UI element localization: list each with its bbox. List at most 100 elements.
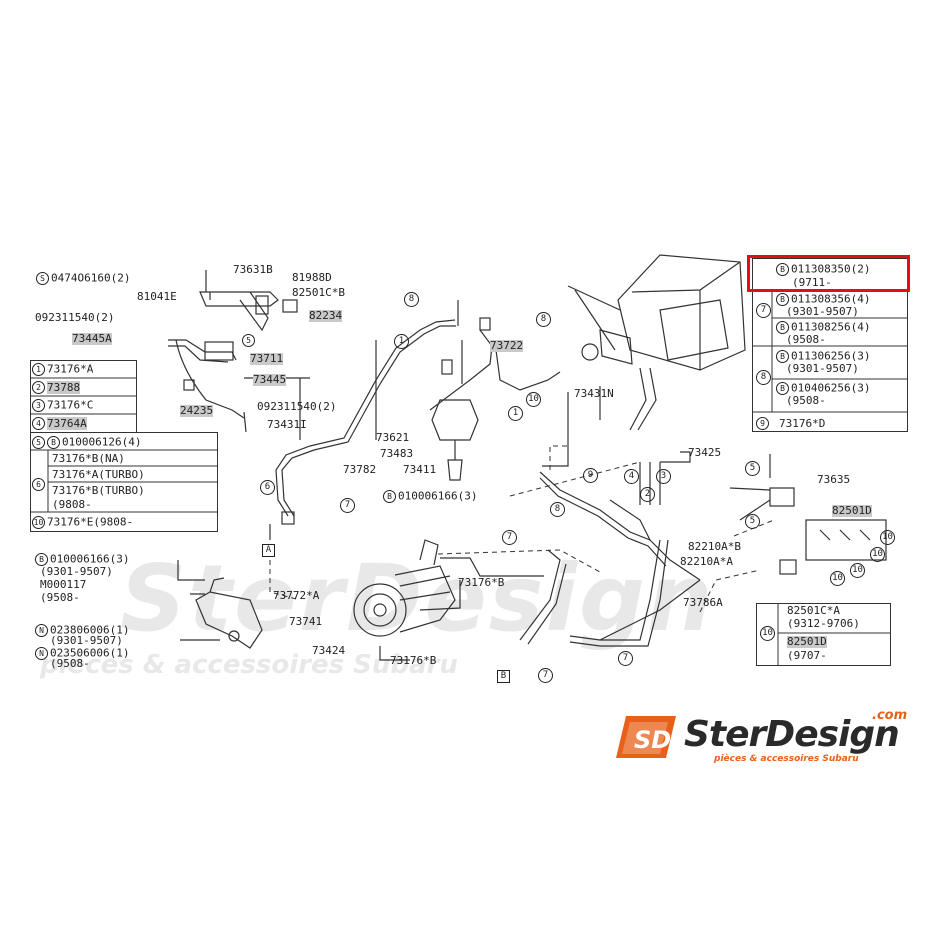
callout-73722: 73722 <box>490 339 524 352</box>
marker-2-icon: 2 <box>640 487 655 502</box>
callout-marker-2: 2 <box>640 487 657 502</box>
marker-7-icon: 7 <box>756 303 771 318</box>
reference-b-box: B <box>497 670 510 683</box>
callout-82234: 82234 <box>309 309 343 322</box>
callout-73741: 73741 <box>289 615 323 628</box>
callout-marker-11: 10 <box>526 392 543 407</box>
callout-marker-7d: 7 <box>618 651 635 666</box>
callout-73786A: 73786A <box>683 596 723 609</box>
callout-73176-B-lower: 73176*B <box>390 654 437 667</box>
callout-73425: 73425 <box>688 446 722 459</box>
callout-73483: 73483 <box>380 447 414 460</box>
callout-73431I: 73431I <box>267 418 307 431</box>
marker-n-icon: N <box>35 647 48 660</box>
callout-marker-1b: 1 <box>508 406 525 421</box>
marker-1-icon: 1 <box>32 363 45 376</box>
callout-82501D-right: 82501D <box>832 504 872 517</box>
callout-092311540-top: 092311540(2) <box>35 311 115 324</box>
callout-marker-4: 4 <box>624 469 641 484</box>
marker-6-icon: 6 <box>260 480 275 495</box>
logo-tagline: pièces & accessoires Subaru <box>714 754 859 764</box>
marker-b-icon: B <box>35 553 48 566</box>
callout-marker-5c: 5 <box>745 514 762 529</box>
callout-marker-8a: 8 <box>404 292 421 307</box>
callout-marker-8c: 8 <box>550 502 567 517</box>
marker-b-icon: B <box>776 350 789 363</box>
left-table-row-6-marker: 6 <box>32 478 47 491</box>
right-table-marker-7: 7 <box>756 303 773 318</box>
callout-82501D-lower: 82501D <box>787 635 827 648</box>
callout-73635: 73635 <box>817 473 851 486</box>
marker-7-icon: 7 <box>538 668 553 683</box>
callout-9508-a: (9508- <box>40 591 80 604</box>
callout-M000117: M000117 <box>40 578 87 591</box>
watermark-brand: SterDesign <box>120 545 715 652</box>
callout-marker-10b: 10 <box>870 547 887 562</box>
callout-81988D: 81988D <box>292 271 332 284</box>
marker-8-icon: 8 <box>550 502 565 517</box>
right-table-row-b3-date: (9508- <box>786 333 826 346</box>
marker-4-icon: 4 <box>32 417 45 430</box>
lower-right-box-grid <box>756 603 891 666</box>
right-parts-table-grid <box>752 258 908 432</box>
callout-marker-1a: 1 <box>394 334 411 349</box>
right-table-row-b4-date: (9301-9507) <box>786 362 859 375</box>
callout-9312-9706: (9312-9706) <box>787 617 860 630</box>
callout-81041E: 81041E <box>137 290 177 303</box>
marker-5-icon: 5 <box>32 436 45 449</box>
callout-82501C-B: 82501C*B <box>292 286 345 299</box>
right-table-marker-8: 8 <box>756 370 773 385</box>
logo-brand-text: SterDesign <box>684 714 900 755</box>
marker-b-icon: B <box>776 293 789 306</box>
lower-box-marker-10: 10 <box>760 626 777 641</box>
marker-1-icon: 1 <box>394 334 409 349</box>
svg-text:SD: SD <box>634 726 671 754</box>
marker-8-icon: 8 <box>756 370 771 385</box>
left-table-row-6a: 73176*B(NA) <box>52 452 125 465</box>
left-table-row-6d: (9808- <box>52 498 92 511</box>
marker-10-icon: 10 <box>880 530 895 545</box>
callout-73782: 73782 <box>343 463 377 476</box>
callout-73424: 73424 <box>312 644 346 657</box>
marker-4-icon: 4 <box>624 469 639 484</box>
marker-3-icon: 3 <box>656 469 671 484</box>
marker-10-icon: 10 <box>32 516 45 529</box>
callout-73621: 73621 <box>376 431 410 444</box>
callout-marker-8b: 8 <box>536 312 553 327</box>
marker-10-icon: 10 <box>850 563 865 578</box>
marker-7-icon: 7 <box>618 651 633 666</box>
marker-10-icon: 10 <box>526 392 541 407</box>
callout-73772-A: 73772*A <box>273 589 320 602</box>
watermark-tagline: pièces & accessoires Subaru <box>40 650 458 680</box>
callout-73431N: 73431N <box>574 387 614 400</box>
marker-10-icon: 10 <box>830 571 845 586</box>
marker-b-icon: B <box>47 436 60 449</box>
marker-10-icon: 10 <box>870 547 885 562</box>
marker-8-icon: 8 <box>536 312 551 327</box>
callout-82210A-A: 82210A*A <box>680 555 733 568</box>
callout-marker-5a: 5 <box>242 334 257 347</box>
brand-logo: SD SterDesign .com pièces & accessoires … <box>614 708 914 768</box>
callout-marker-7a: 7 <box>340 498 357 513</box>
marker-b-icon: B <box>776 321 789 334</box>
callout-82501C-A: 82501C*A <box>787 604 840 617</box>
highlight-box <box>747 255 910 292</box>
callout-marker-10d: 10 <box>830 571 847 586</box>
callout-9508-b: (9508- <box>50 657 90 670</box>
left-parts-table-grid <box>30 360 218 532</box>
callout-73411: 73411 <box>403 463 437 476</box>
marker-s-icon: S <box>36 272 49 285</box>
marker-b-icon: B <box>383 490 396 503</box>
